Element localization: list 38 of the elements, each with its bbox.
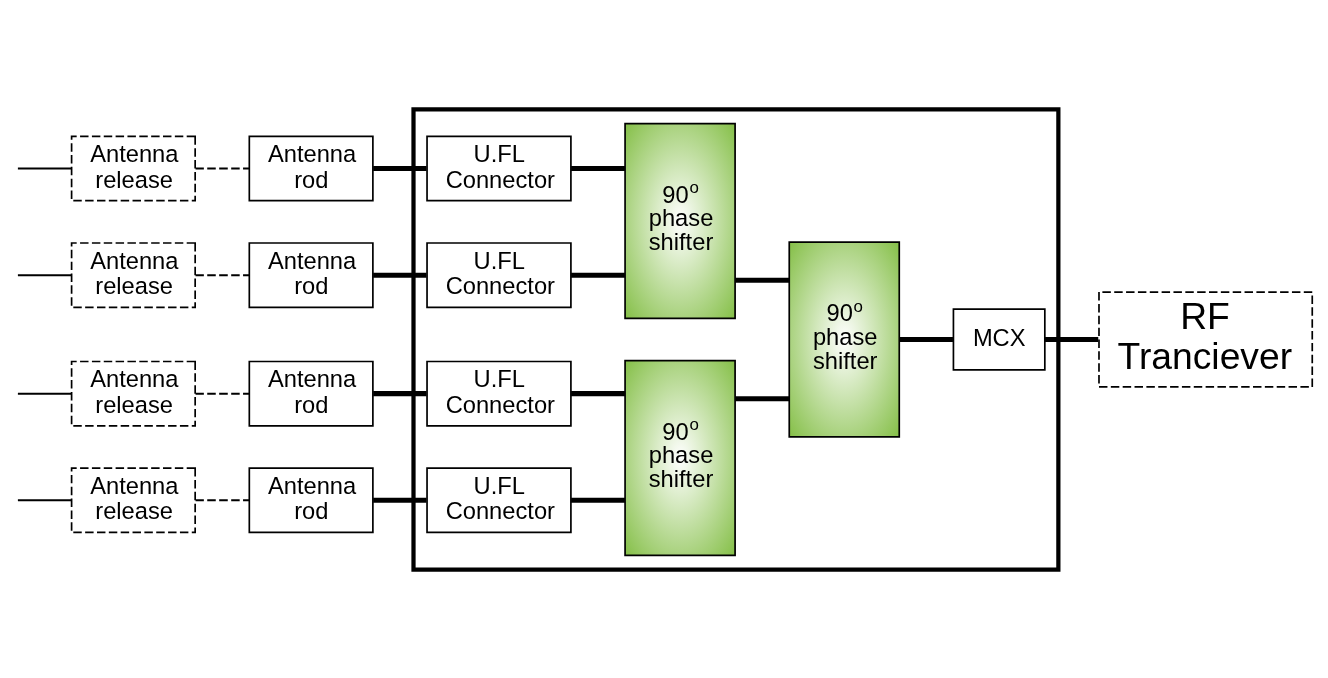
node-box: MCX bbox=[952, 307, 1046, 371]
node-box: RF Tranciever bbox=[1098, 290, 1314, 388]
connector bbox=[373, 497, 427, 503]
cluster bbox=[411, 106, 1061, 572]
node-box: 90$^{o}$ phase shifter bbox=[788, 240, 901, 438]
connector bbox=[17, 167, 72, 170]
node-box: Antenna rod bbox=[248, 466, 374, 533]
connector bbox=[195, 498, 250, 501]
connector bbox=[195, 273, 250, 276]
connector bbox=[17, 273, 72, 276]
node-box: U.FL Connector bbox=[426, 360, 572, 427]
node-box: U.FL Connector bbox=[426, 466, 572, 533]
node-box: Antenna release bbox=[70, 360, 196, 427]
connector bbox=[17, 392, 72, 395]
connector bbox=[195, 392, 250, 395]
connector bbox=[571, 272, 625, 278]
node-box: Antenna release bbox=[70, 241, 196, 308]
node-box: Antenna release bbox=[70, 135, 196, 202]
connector bbox=[373, 390, 427, 396]
connector bbox=[17, 498, 72, 501]
connector bbox=[373, 272, 427, 278]
connector bbox=[373, 165, 427, 171]
node-box: 90$^{o}$ phase shifter bbox=[624, 122, 736, 319]
connector bbox=[735, 277, 789, 283]
connector bbox=[571, 497, 625, 503]
node-box: Antenna release bbox=[70, 466, 196, 533]
connector bbox=[899, 336, 953, 342]
node-box: Antenna rod bbox=[248, 135, 374, 202]
connector bbox=[1044, 336, 1099, 342]
connector bbox=[195, 167, 250, 170]
node-box: U.FL Connector bbox=[426, 241, 572, 308]
connector bbox=[735, 395, 789, 401]
node-box: Antenna rod bbox=[248, 360, 374, 427]
connector bbox=[571, 165, 625, 171]
node-box: 90$^{o}$ phase shifter bbox=[624, 359, 736, 556]
connector bbox=[571, 390, 625, 396]
node-box: Antenna rod bbox=[248, 241, 374, 308]
node-box: U.FL Connector bbox=[426, 135, 572, 202]
